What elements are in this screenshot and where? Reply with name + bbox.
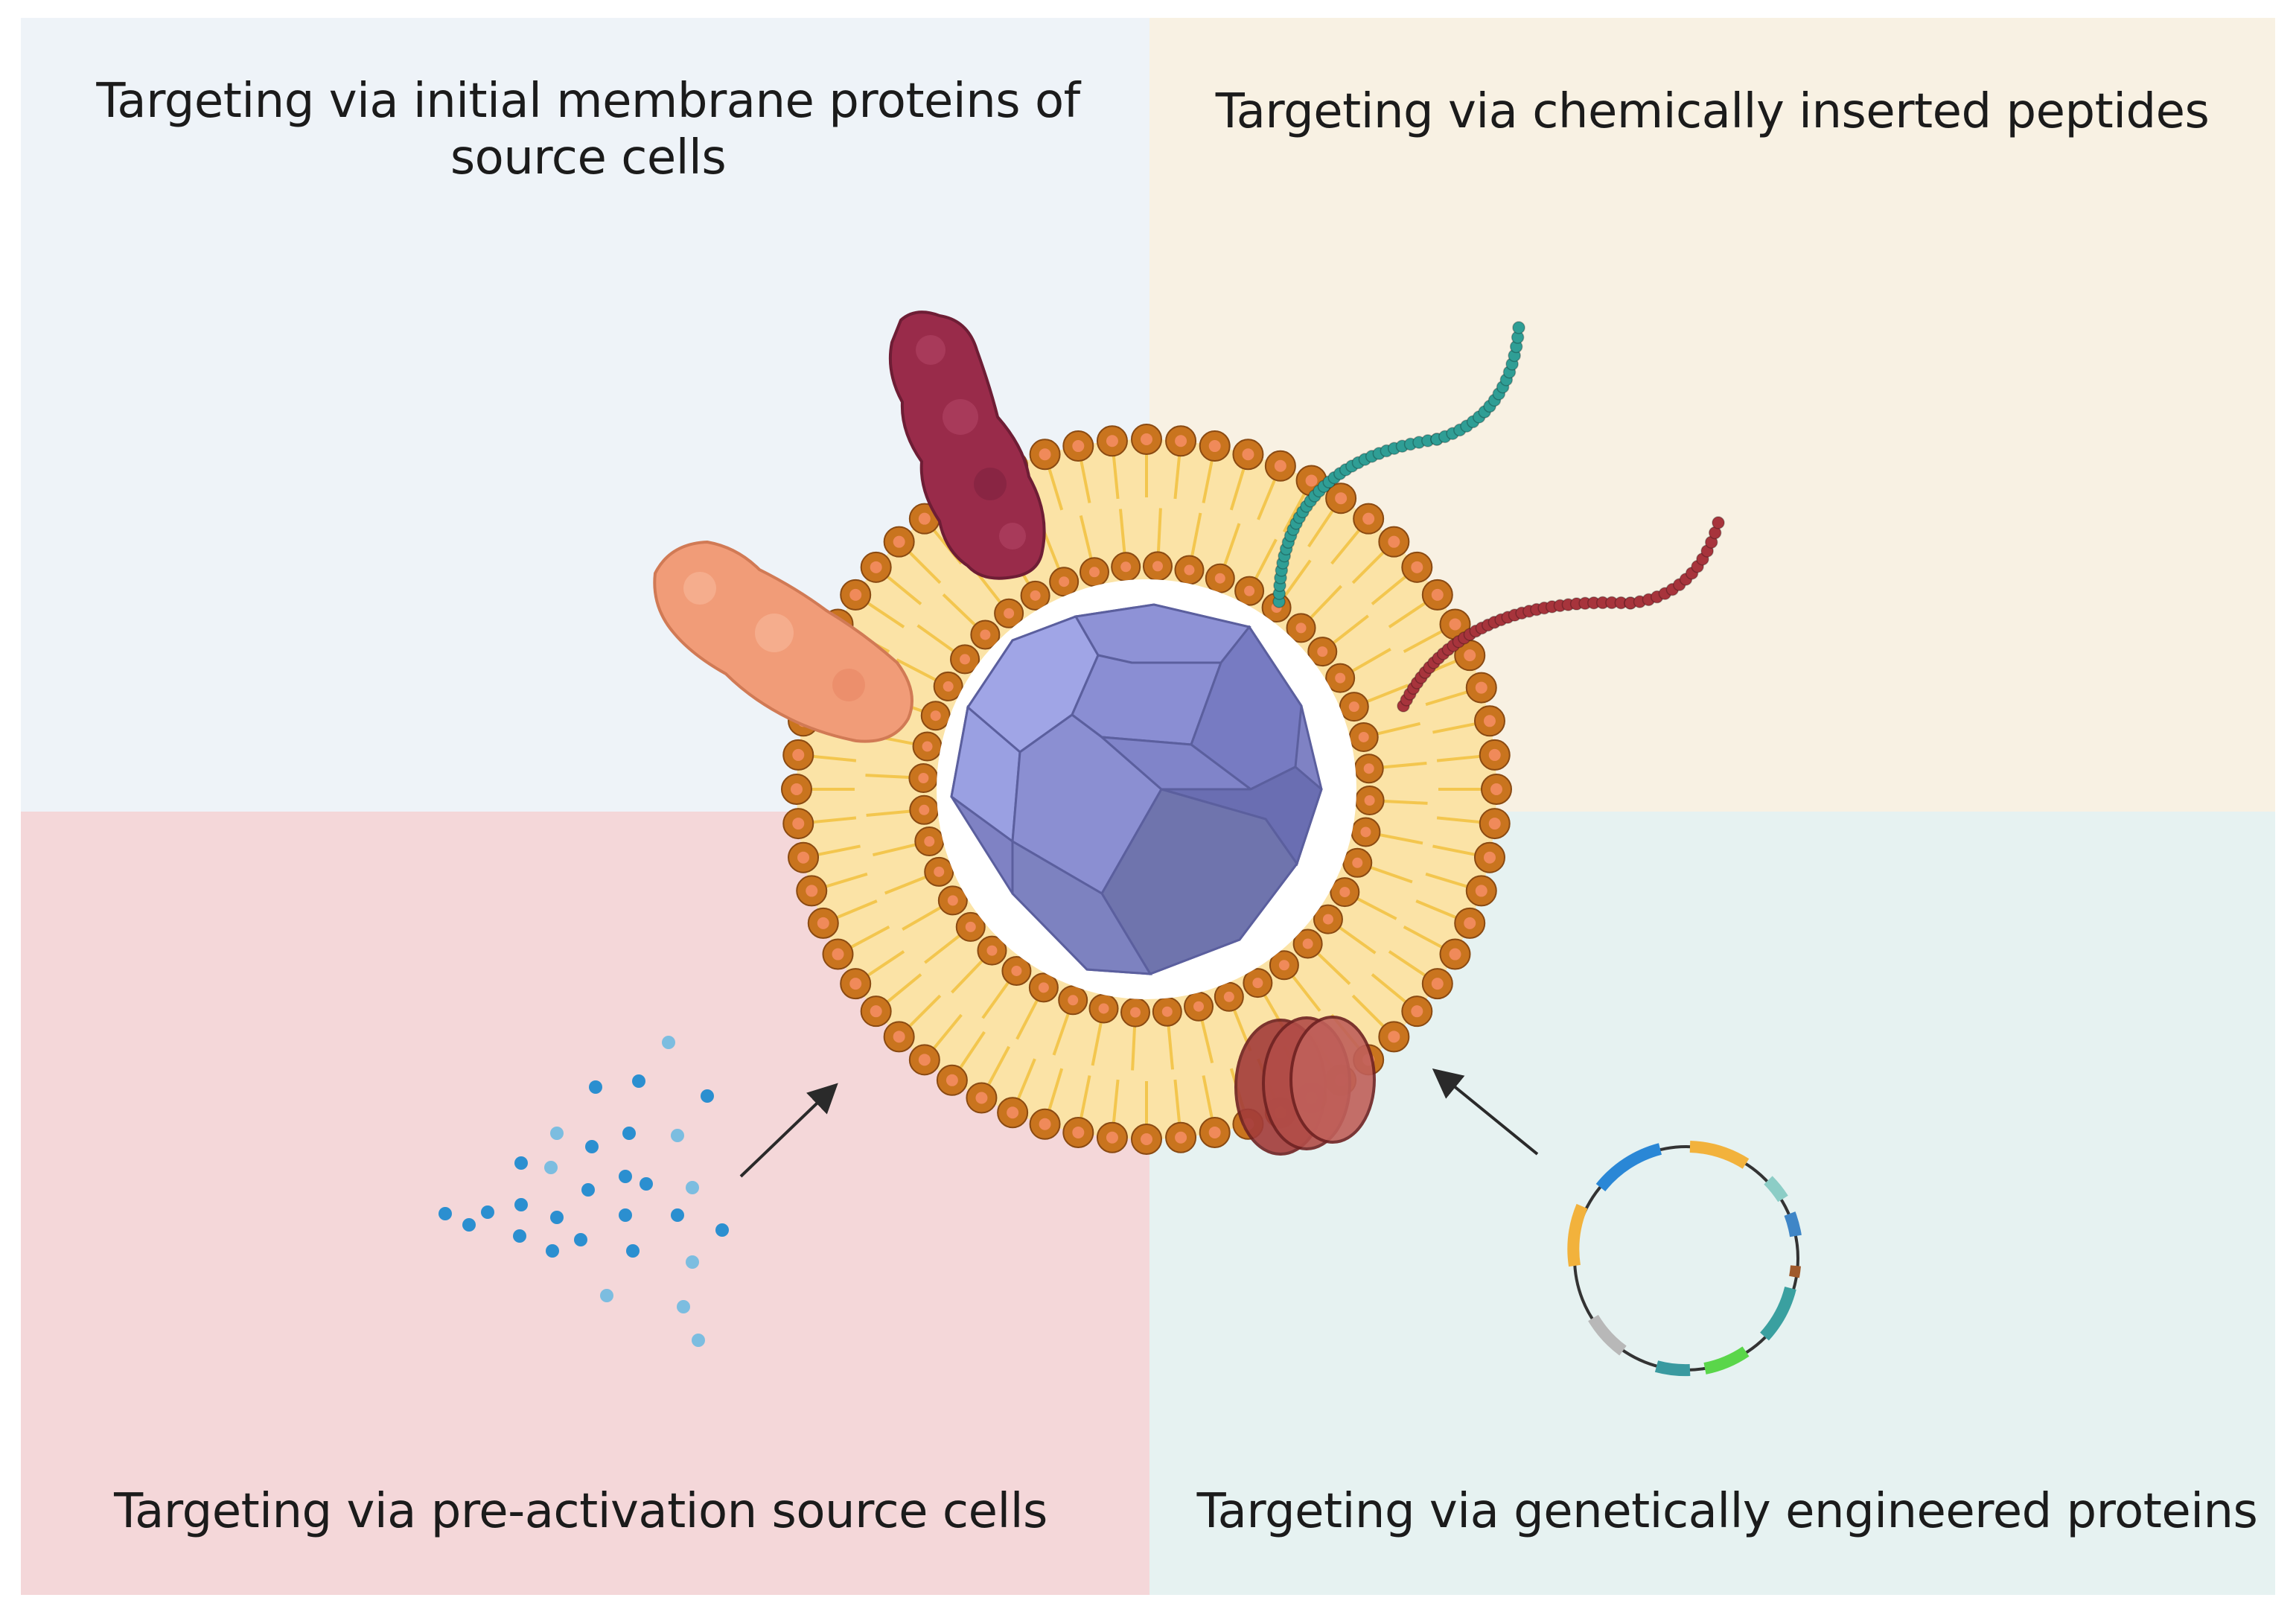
plasmid-icon xyxy=(1567,1141,1802,1377)
arrow-icon xyxy=(1432,1068,1539,1156)
membrane-protein-icon xyxy=(888,310,1046,580)
label-initial-membrane-proteins: Targeting via initial membrane proteins … xyxy=(96,74,1080,185)
label-pre-activation: Targeting via pre-activation source cell… xyxy=(114,1484,1047,1539)
peptide-chain-icon xyxy=(1272,321,1525,608)
polyhedral-nanoparticle-icon xyxy=(950,603,1323,975)
transmembrane-protein-icon xyxy=(1234,1016,1376,1156)
signal-molecules-icon xyxy=(439,1036,729,1347)
label-genetically-engineered: Targeting via genetically engineered pro… xyxy=(1196,1484,2258,1539)
peptide-chain-icon xyxy=(1397,516,1725,713)
arrow-icon xyxy=(739,1083,838,1178)
label-chemically-inserted-peptides: Targeting via chemically inserted peptid… xyxy=(1215,84,2210,139)
membrane-protein-icon xyxy=(653,540,913,743)
